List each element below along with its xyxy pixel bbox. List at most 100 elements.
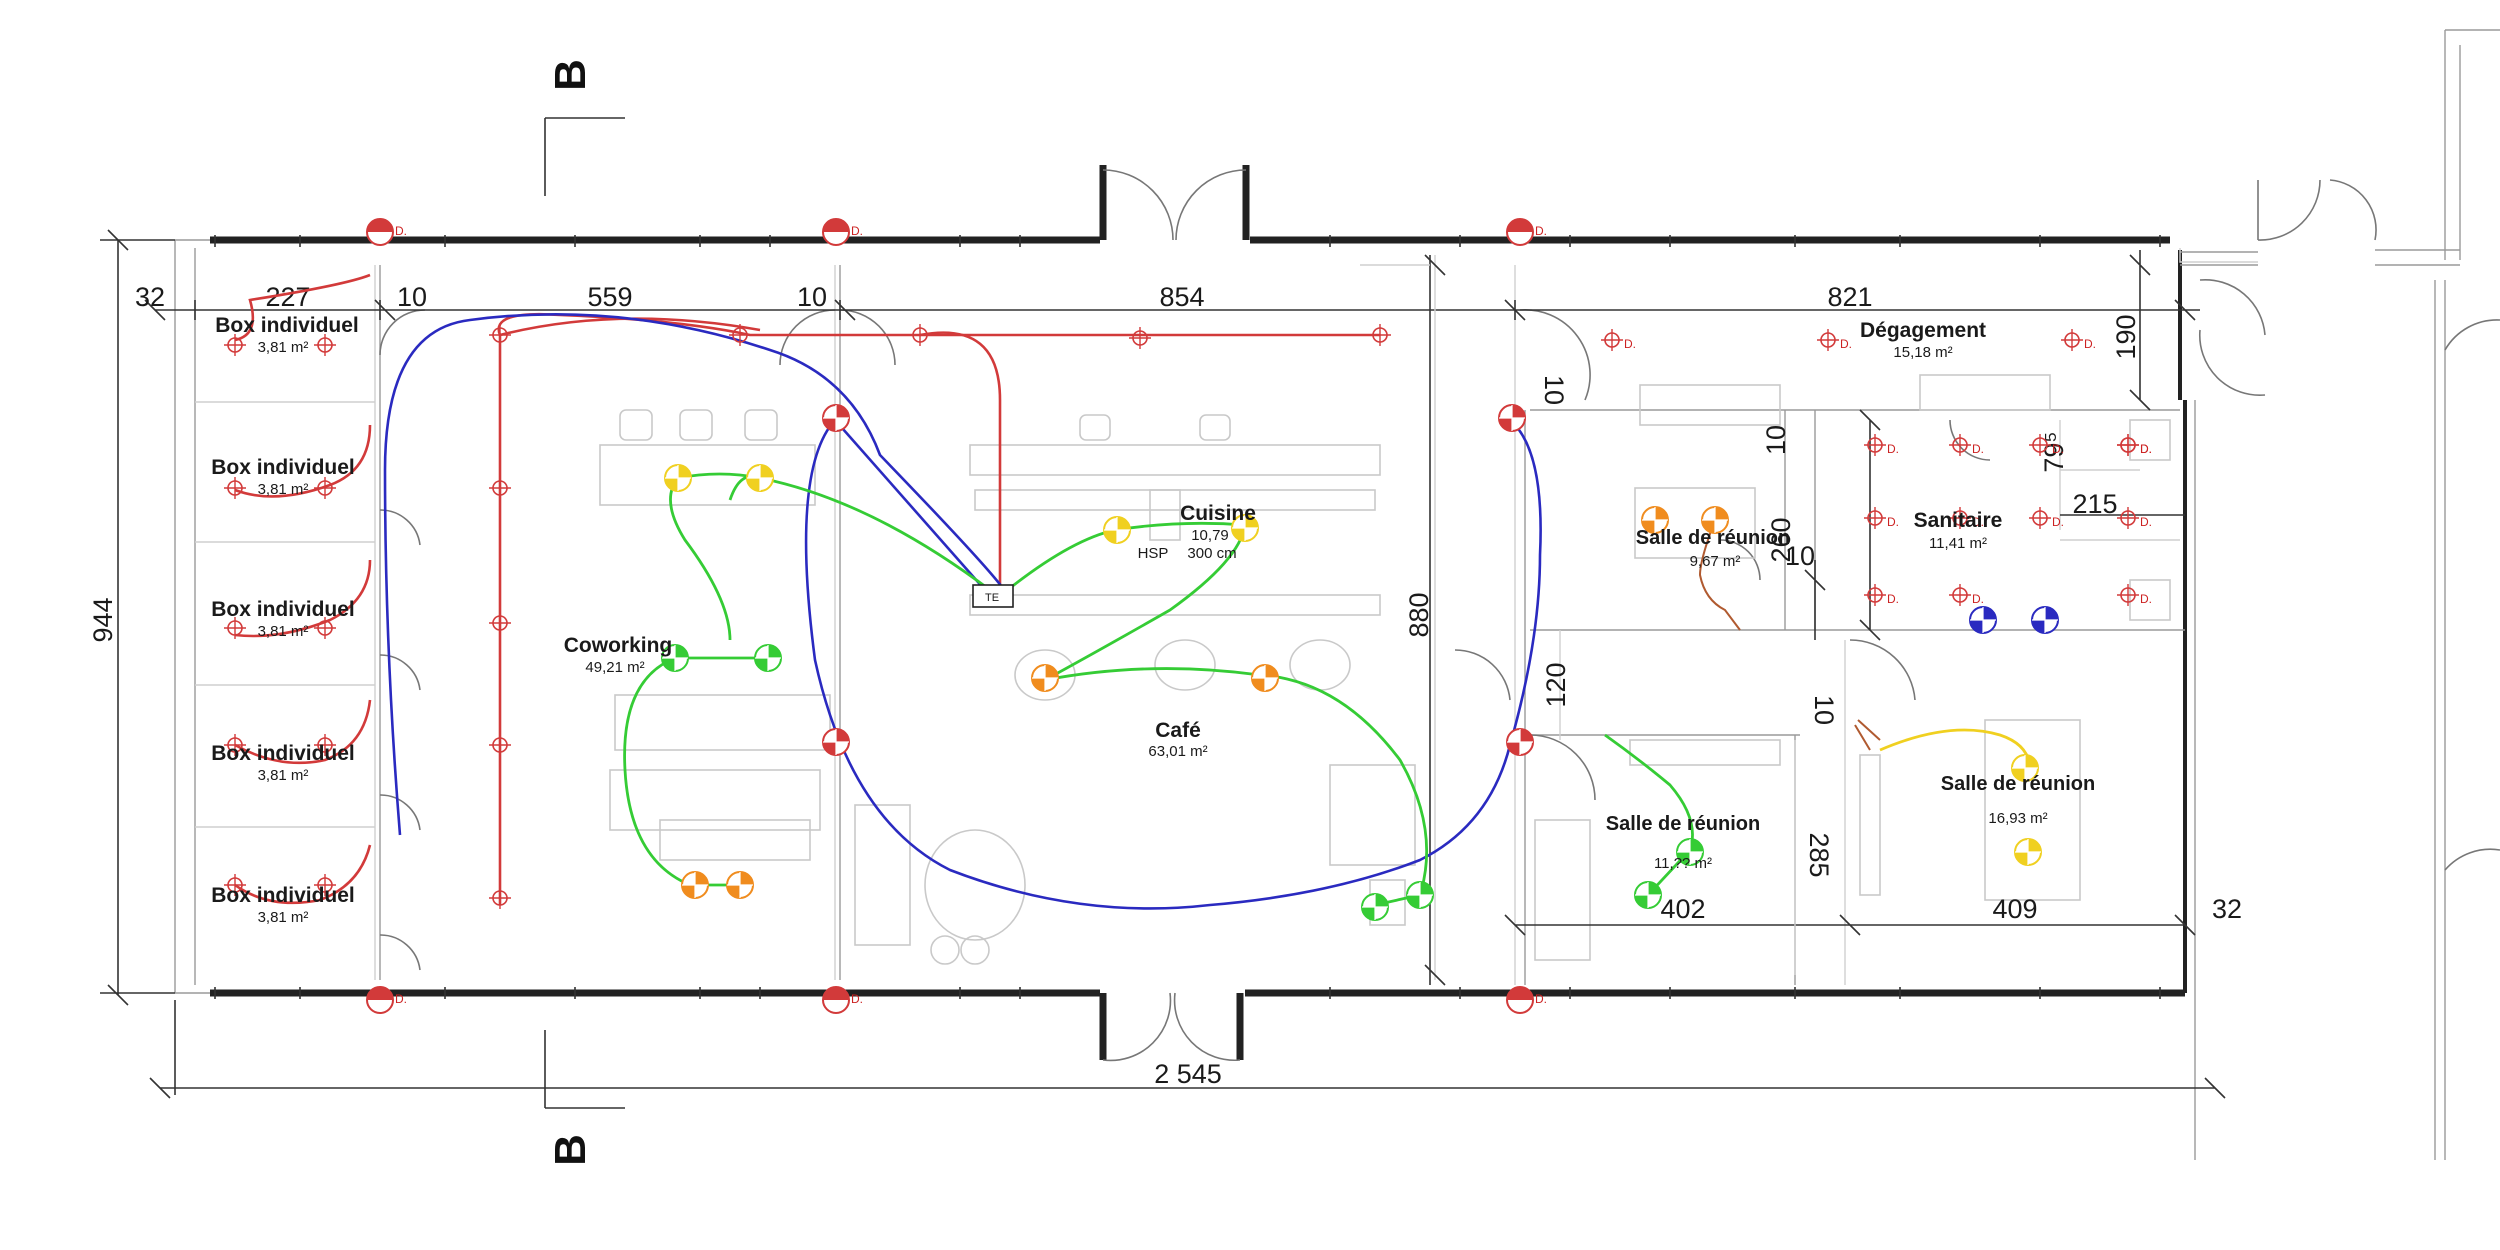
room-salle-reunion-3: Salle de réunion 16,93 m² <box>1941 773 2095 827</box>
partition-detector-3 <box>1506 728 1534 756</box>
sanitary-target-4 <box>1949 434 1971 456</box>
sanitary-target-0 <box>1601 329 1623 351</box>
blue-circuit <box>383 312 1542 910</box>
blue-fixture-0 <box>1969 606 1997 634</box>
wall-ticks <box>214 235 2161 999</box>
orange-fixture-5 <box>1701 506 1729 534</box>
dim-215: 215 <box>2072 489 2117 519</box>
sanitary-target-9 <box>2029 507 2051 529</box>
light-target-8 <box>1369 324 1391 346</box>
room-salle-reunion-1: Salle de réunion 9,67 m² <box>1636 527 1790 570</box>
dim-10-d: 10 <box>1761 425 1791 455</box>
fixture-label-d: D. <box>2140 442 2152 456</box>
room-name-sanitaire: Sanitaire <box>1914 509 2003 532</box>
fixture-label-d: D. <box>851 992 863 1006</box>
room-box-5: Box individuel 3,81 m² <box>211 884 355 926</box>
room-area-box-1: 3,81 m² <box>258 339 309 356</box>
room-area-reunion-1: 9,67 m² <box>1690 553 1741 570</box>
partition-detector-1 <box>822 728 850 756</box>
dim-10-c: 10 <box>1539 375 1569 405</box>
light-target-14 <box>314 617 336 639</box>
green-fixture-5 <box>1676 838 1704 866</box>
yellow-fixture-4 <box>2011 754 2039 782</box>
light-target-16 <box>314 734 336 756</box>
te-label: TE <box>985 592 999 604</box>
light-target-13 <box>224 617 246 639</box>
light-target-3 <box>489 734 511 756</box>
sanitary-target-12 <box>1949 584 1971 606</box>
light-target-6 <box>909 324 931 346</box>
section-letter-bottom: B <box>546 1134 595 1166</box>
sanitary-target-10 <box>2117 507 2139 529</box>
fixture-label-d: D. <box>1972 592 1984 606</box>
light-target-18 <box>314 874 336 896</box>
sanitary-target-14 <box>2117 434 2139 456</box>
brown-circuit <box>1698 519 1881 751</box>
fixture-label-d: D. <box>851 224 863 238</box>
yellow-circuit <box>1879 728 2032 771</box>
fixture-label-d: D. <box>2140 592 2152 606</box>
dim-402: 402 <box>1660 894 1705 924</box>
section-mark-bottom: B <box>544 1030 625 1166</box>
dim-409: 409 <box>1992 894 2037 924</box>
light-target-0 <box>489 324 511 346</box>
room-name-degagement: Dégagement <box>1860 319 1986 342</box>
interior-doors <box>379 309 1991 971</box>
yellow-fixture-3 <box>1231 514 1259 542</box>
te-panel: TE <box>972 584 1014 608</box>
dim-79-5: 79⁵ <box>2039 431 2069 472</box>
room-degagement: Dégagement 15,18 m² <box>1860 319 1986 361</box>
exterior-walls <box>174 29 2500 1160</box>
dimension-lines <box>100 229 2226 1099</box>
fixture-label-d: D. <box>2052 515 2064 529</box>
yellow-fixture-5 <box>2014 838 2042 866</box>
room-area-coworking: 49,21 m² <box>585 659 644 676</box>
dim-10-e: 10 <box>1785 541 1815 571</box>
sanitary-target-11 <box>1864 584 1886 606</box>
orange-fixture-4 <box>1641 506 1669 534</box>
room-name-cuisine: Cuisine <box>1180 502 1256 525</box>
dim-260: 260 <box>1766 517 1796 562</box>
fixture-label-d: D. <box>395 992 407 1006</box>
dim-10-f: 10 <box>1809 695 1839 725</box>
light-target-15 <box>224 734 246 756</box>
dim-32-right: 32 <box>2212 894 2242 924</box>
room-name-box-3: Box individuel <box>211 598 355 621</box>
room-box-2: Box individuel 3,81 m² <box>211 456 355 498</box>
dim-top-821: 821 <box>1827 282 1872 312</box>
dim-top-32: 32 <box>135 282 165 312</box>
room-name-box-4: Box individuel <box>211 742 355 765</box>
green-circuit <box>623 472 1694 907</box>
dim-left-944: 944 <box>88 597 118 642</box>
green-fixture-0 <box>661 644 689 672</box>
green-fixture-1 <box>754 644 782 672</box>
wall-detector-1 <box>822 218 850 246</box>
exterior-doors <box>1102 169 2500 1062</box>
room-cuisine: Cuisine 10,79 HSP 300 cm <box>1138 502 1256 562</box>
light-target-12 <box>314 477 336 499</box>
fixture-label-d: D. <box>1535 992 1547 1006</box>
fixture-label-d: D. <box>1972 515 1984 529</box>
room-name-reunion-1: Salle de réunion <box>1636 527 1790 549</box>
sanitary-target-2 <box>2061 329 2083 351</box>
light-target-10 <box>314 334 336 356</box>
room-box-4: Box individuel 3,81 m² <box>211 742 355 784</box>
fixture-label-d: D. <box>1887 442 1899 456</box>
green-fixture-3 <box>1406 881 1434 909</box>
fixture-label-d: D. <box>2140 515 2152 529</box>
sanitary-target-7 <box>1864 507 1886 529</box>
light-target-5 <box>729 324 751 346</box>
fixture-label-d: D. <box>1887 592 1899 606</box>
sanitary-target-8 <box>1949 507 1971 529</box>
room-name-box-1: Box individuel <box>215 314 359 337</box>
orange-fixture-1 <box>726 871 754 899</box>
light-target-1 <box>489 477 511 499</box>
dimension-labels: 32 227 10 559 10 854 821 944 2 545 880 1… <box>88 282 2242 1089</box>
green-fixture-4 <box>1634 881 1662 909</box>
room-area-reunion-3: 16,93 m² <box>1988 810 2047 827</box>
wall-detector-2 <box>1506 218 1534 246</box>
green-fixture-2 <box>1361 893 1389 921</box>
kitchen-hsp-value: 300 cm <box>1187 545 1236 562</box>
dim-top-10b: 10 <box>797 282 827 312</box>
